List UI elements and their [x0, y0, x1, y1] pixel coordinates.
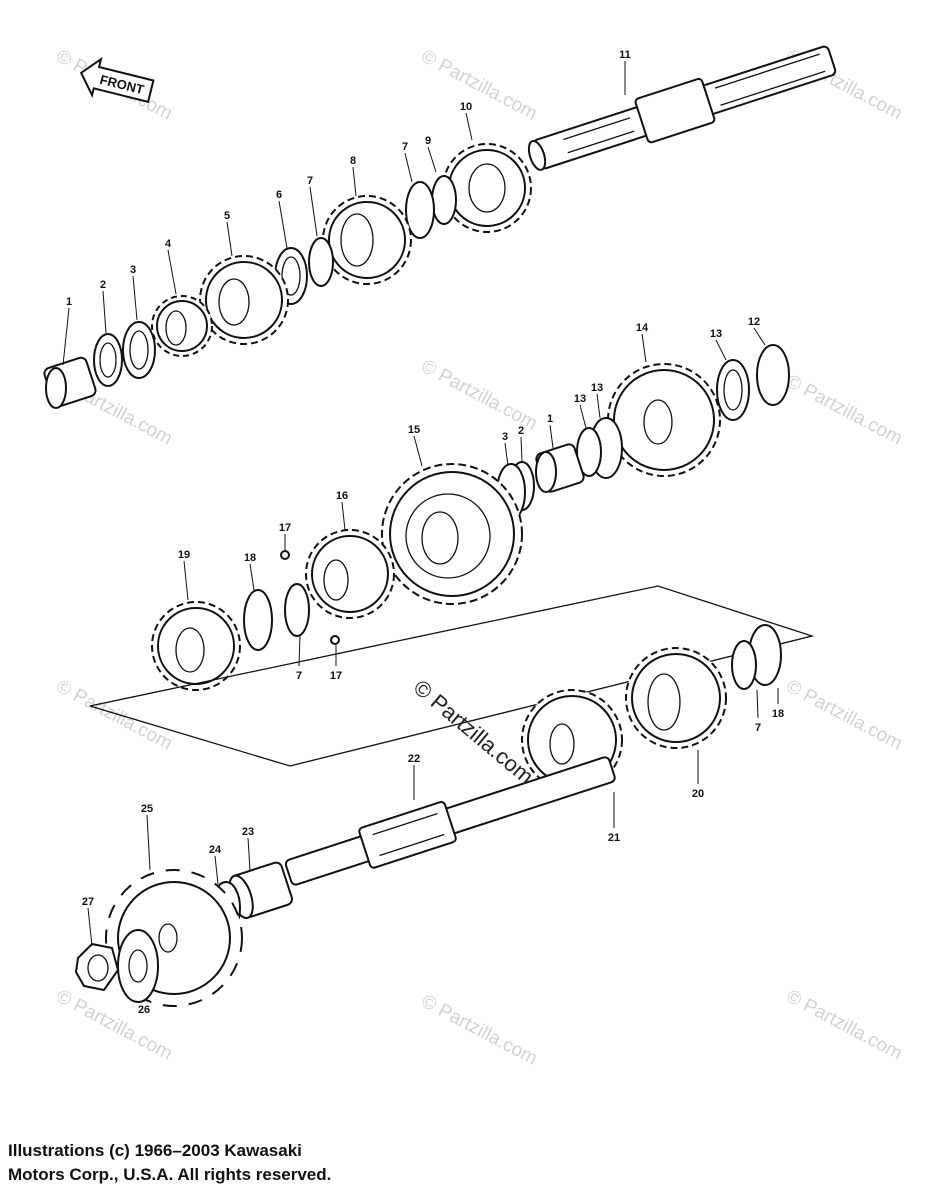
callout-23: 23 — [242, 826, 254, 838]
lower-shaft-assembly — [74, 624, 782, 1007]
circlip-7 — [308, 237, 334, 287]
callout-17: 17 — [330, 670, 342, 682]
callout-11: 11 — [619, 49, 631, 61]
callout-9: 9 — [425, 135, 431, 147]
watermark: © Partzilla.com — [53, 676, 176, 755]
callout-1: 1 — [547, 413, 553, 425]
nut-27 — [74, 942, 120, 992]
circlip-9 — [431, 175, 457, 225]
callout-3: 3 — [130, 264, 136, 276]
callout-8: 8 — [350, 155, 356, 167]
washer-26 — [117, 929, 159, 1003]
watermark: © Partzilla.com — [418, 991, 541, 1070]
callout-25: 25 — [141, 803, 153, 815]
leader-lines — [62, 61, 779, 1002]
ball-17 — [330, 635, 340, 645]
callout-20: 20 — [692, 788, 704, 800]
drive-shaft — [527, 45, 837, 171]
copyright-notice: Illustrations (c) 1966–2003 Kawasaki Mot… — [8, 1141, 332, 1184]
callout-19: 19 — [178, 549, 190, 561]
watermark: © Partzilla.com — [783, 986, 906, 1065]
callout-3: 3 — [502, 431, 508, 443]
callout-17: 17 — [279, 522, 291, 534]
callout-15: 15 — [408, 424, 420, 436]
gear-4 — [151, 295, 213, 357]
callout-5: 5 — [224, 210, 230, 222]
gear-10 — [442, 143, 532, 233]
callout-13: 13 — [574, 393, 586, 405]
callout-16: 16 — [336, 490, 348, 502]
needle-bearing-1 — [535, 443, 585, 493]
washer-13 — [716, 359, 750, 421]
callout-2: 2 — [100, 279, 106, 291]
ball-17 — [280, 550, 290, 560]
callout-7: 7 — [755, 722, 761, 734]
gear-16 — [305, 529, 395, 619]
callout-24: 24 — [209, 844, 222, 856]
callout-21: 21 — [608, 832, 620, 844]
callout-labels: 11 10 9 8 7 7 6 5 4 3 2 1 14 13 12 13 13… — [66, 49, 784, 1016]
callout-18: 18 — [772, 708, 784, 720]
watermark: © Partzilla.com — [783, 676, 906, 755]
top-shaft-assembly — [43, 45, 837, 409]
watermark: © Partzilla.com — [418, 356, 541, 435]
gear-14 — [607, 363, 721, 477]
callout-26: 26 — [138, 1004, 150, 1016]
gear-19 — [151, 601, 241, 691]
callout-4: 4 — [165, 238, 172, 250]
middle-gear-assembly — [151, 344, 790, 691]
callout-22: 22 — [408, 753, 420, 765]
circlip-7 — [731, 640, 757, 690]
watermark: © Partzilla.com — [783, 371, 906, 450]
washer-13 — [576, 427, 602, 477]
washer-7 — [405, 181, 435, 239]
callout-12: 12 — [748, 316, 760, 328]
callout-7: 7 — [402, 141, 408, 153]
callout-7: 7 — [307, 175, 313, 187]
callout-7: 7 — [296, 670, 302, 682]
gear-5 — [199, 255, 289, 345]
assembly-outline — [89, 585, 815, 767]
callout-6: 6 — [276, 189, 282, 201]
circlip-12 — [756, 344, 790, 406]
gear-15 — [381, 463, 523, 605]
callout-18: 18 — [244, 552, 256, 564]
callout-10: 10 — [460, 101, 472, 113]
washer-2 — [93, 333, 123, 387]
output-shaft — [284, 756, 616, 886]
washer-3 — [122, 321, 156, 379]
front-arrow-icon — [79, 56, 155, 104]
callout-2: 2 — [518, 425, 524, 437]
needle-bearing-1 — [43, 356, 97, 409]
callout-14: 14 — [636, 322, 649, 334]
circlip-7 — [284, 583, 310, 637]
washer-18 — [243, 589, 273, 651]
front-arrow: FRONT — [79, 56, 155, 104]
callout-27: 27 — [82, 896, 94, 908]
callout-13: 13 — [591, 382, 603, 394]
gear-8 — [322, 195, 412, 285]
watermark: © Partzilla.com — [418, 46, 541, 125]
callout-13: 13 — [710, 328, 722, 340]
callout-1: 1 — [66, 296, 72, 308]
gear-20 — [625, 647, 727, 749]
